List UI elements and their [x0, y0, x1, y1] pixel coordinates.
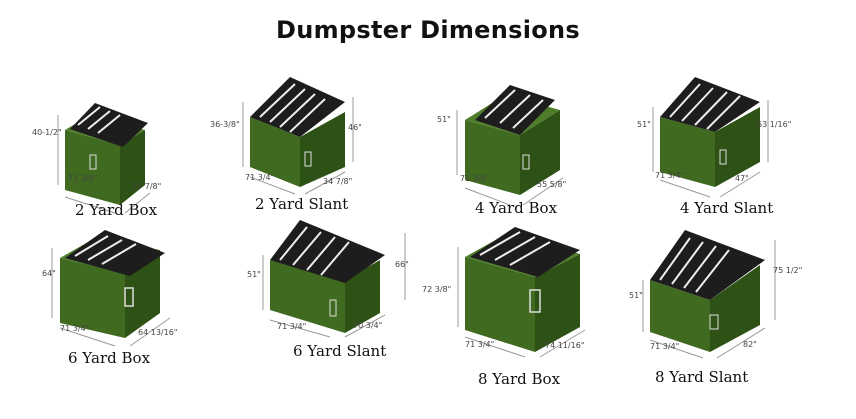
page-title: Dumpster Dimensions: [275, 16, 580, 44]
front-panel: [270, 260, 345, 333]
caption: 6 Yard Slant: [293, 342, 387, 360]
side-panel: [345, 260, 380, 333]
side-panel: [715, 107, 760, 187]
side-panel: [300, 112, 345, 187]
back-height-label: 63 1/16": [757, 120, 791, 129]
back-height-label: 66": [395, 260, 409, 269]
dumpster-8-yard-box-illustration: 72 3/8" 71 3/4" 74 11/16": [422, 227, 586, 358]
front-panel: [60, 258, 125, 338]
depth-label: 82": [743, 340, 757, 349]
front-panel: [650, 280, 710, 352]
back-height-label: 46": [348, 123, 362, 132]
dumpster-6-yard-box: 64" 71 3/4" 64 13/16" 6 Yard Box: [20, 228, 200, 378]
side-panel: [120, 130, 145, 205]
dumpster-2-yard-slant: 36-3/8" 46" 71 3/4" 34 7/8" 2 Yard Slant: [205, 72, 385, 217]
dumpster-4-yard-slant: 51" 63 1/16" 71 3/4" 47" 4 Yard Slant: [625, 72, 825, 222]
depth-label: 34 7/8": [323, 177, 352, 186]
front-panel: [465, 120, 520, 195]
caption: 8 Yard Box: [478, 370, 561, 388]
height-label: 40-1/2": [32, 128, 62, 137]
dumpster-4-yard-slant-illustration: 51" 63 1/16" 71 3/4" 47": [637, 77, 791, 198]
width-label: 71 3/4": [60, 324, 89, 333]
width-label: 71 3/4": [650, 342, 679, 351]
depth-label: 55 5/8": [537, 180, 566, 189]
dumpster-2-yard-slant-illustration: 36-3/8" 46" 71 3/4" 34 7/8": [210, 77, 362, 195]
dumpster-8-yard-box: 72 3/8" 71 3/4" 74 11/16" 8 Yard Box: [420, 222, 620, 392]
back-height-label: 75 1/2": [773, 266, 802, 275]
height-label: 64": [42, 269, 56, 278]
depth-label: 47": [735, 174, 749, 183]
front-height-label: 51": [637, 120, 651, 129]
depth-label: 74 11/16": [545, 341, 584, 350]
dumpster-8-yard-slant-illustration: 51" 75 1/2" 71 3/4" 82": [629, 230, 802, 359]
side-panel: [520, 110, 560, 195]
caption: 2 Yard Box: [75, 201, 158, 219]
front-height-label: 36-3/8": [210, 120, 240, 129]
dumpster-6-yard-slant: 51" 66" 71 3/4" 70 3/4" 6 Yard Slant: [225, 215, 425, 365]
front-panel: [660, 117, 715, 187]
depth-label: 37 7/8": [132, 182, 161, 191]
side-panel: [535, 254, 580, 352]
height-label: 51": [437, 115, 451, 124]
depth-label: 64 13/16": [138, 328, 177, 337]
width-label: 71 3/4": [277, 322, 306, 331]
lid: [650, 230, 765, 300]
width-label: 71 3/4": [245, 173, 274, 182]
front-panel: [250, 117, 300, 187]
dumpster-2-yard-box-illustration: 40-1/2" 71 3/4" 37 7/8": [32, 103, 161, 214]
dumpster-2-yard-box: 40-1/2" 71 3/4" 37 7/8" 2 Yard Box: [20, 85, 200, 225]
front-panel: [65, 130, 120, 205]
caption: 4 Yard Slant: [680, 199, 774, 217]
front-height-label: 51": [247, 270, 261, 279]
front-height-label: 51": [629, 291, 643, 300]
lid: [65, 230, 165, 276]
dumpster-6-yard-box-illustration: 64" 71 3/4" 64 13/16": [42, 230, 177, 347]
caption: 2 Yard Slant: [255, 195, 349, 213]
caption: 8 Yard Slant: [655, 368, 749, 386]
width-label: 71 3/4": [465, 340, 494, 349]
height-label: 72 3/8": [422, 285, 451, 294]
caption: 4 Yard Box: [475, 199, 558, 217]
caption: 6 Yard Box: [68, 349, 151, 367]
lid: [250, 77, 345, 137]
dumpster-4-yard-box: 51" 71 3/4" 55 5/8" 4 Yard Box: [425, 80, 605, 225]
side-panel: [710, 265, 760, 352]
front-panel: [465, 257, 535, 352]
dumpster-4-yard-box-illustration: 51" 71 3/4" 55 5/8": [437, 85, 566, 206]
width-label: 71 3/4": [460, 174, 489, 183]
width-label: 71 3/4": [655, 171, 684, 180]
depth-label: 70 3/4": [353, 321, 382, 330]
dumpster-6-yard-slant-illustration: 51" 66" 71 3/4" 70 3/4": [247, 220, 409, 338]
width-label: 71 3/4": [68, 174, 97, 183]
lid: [470, 227, 580, 277]
dumpster-8-yard-slant: 51" 75 1/2" 71 3/4" 82" 8 Yard Slant: [625, 220, 835, 390]
